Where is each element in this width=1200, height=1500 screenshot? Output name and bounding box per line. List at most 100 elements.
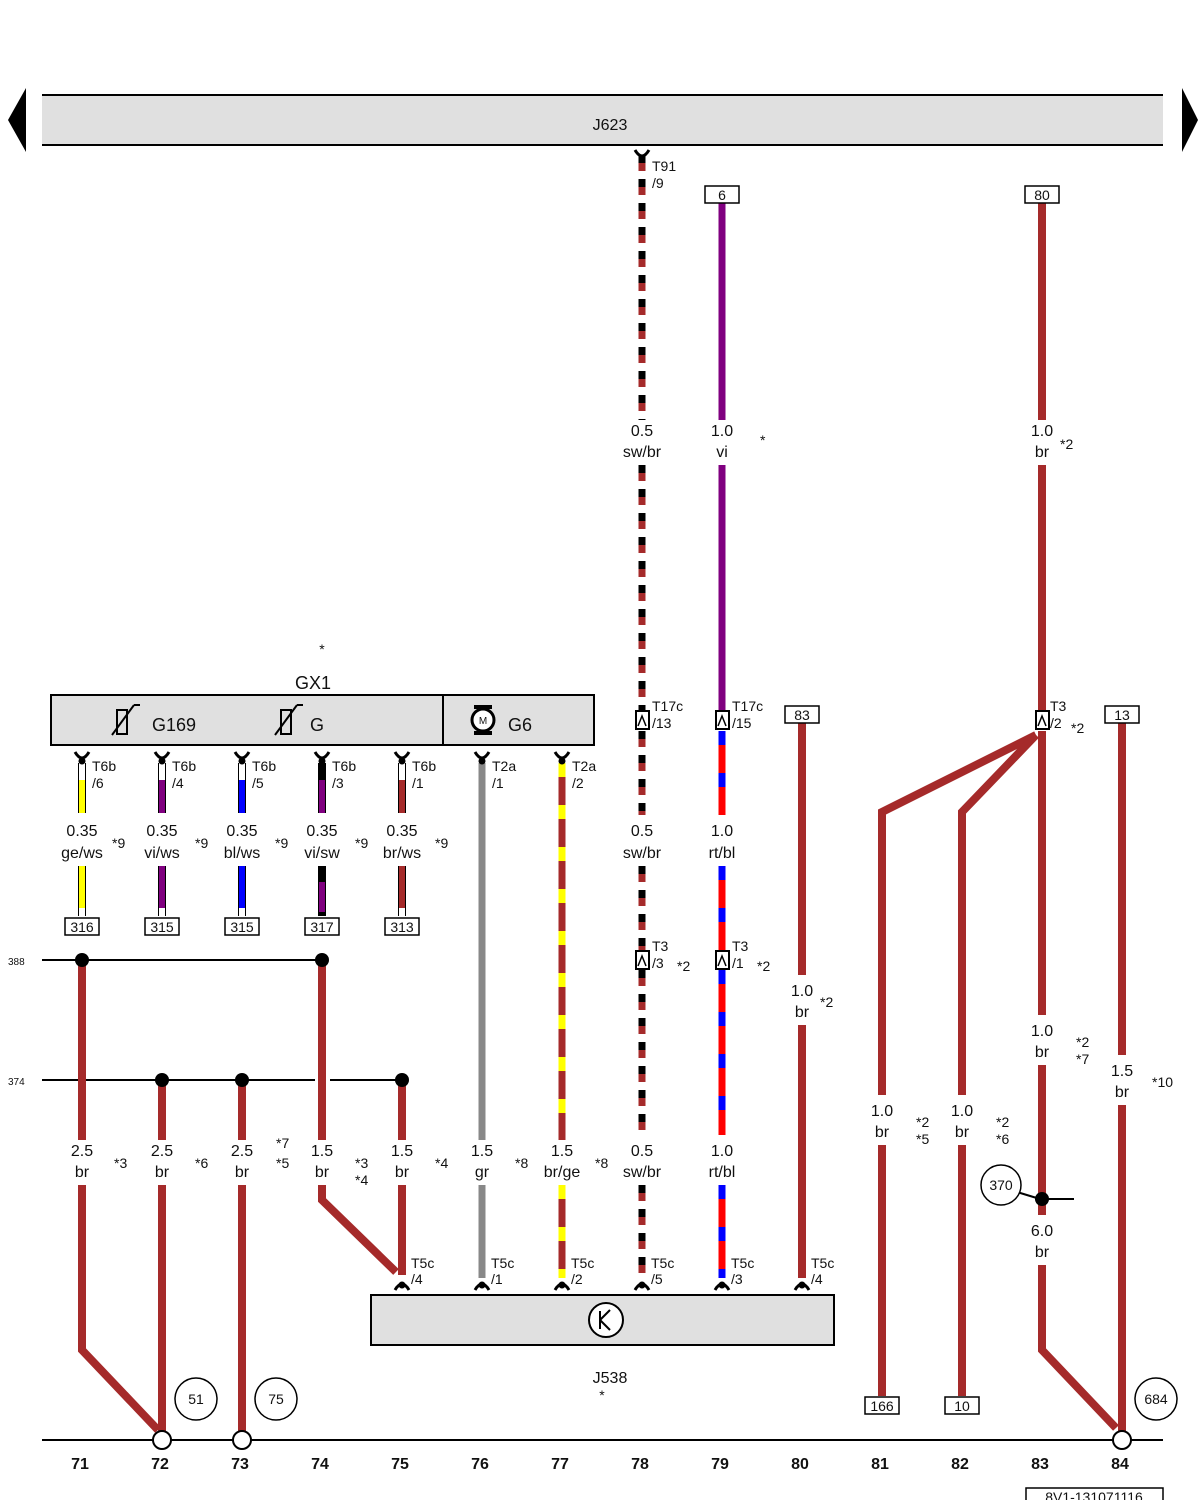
fuel-pump-motor-icon: M: [470, 705, 496, 735]
svg-text:2.5: 2.5: [71, 1143, 93, 1160]
svg-text:T6b: T6b: [412, 758, 436, 774]
svg-text:br: br: [155, 1164, 170, 1181]
reference-box[interactable]: 13: [1104, 705, 1140, 724]
control-unit-j623: J623: [42, 94, 1163, 146]
svg-text:*6: *6: [996, 1131, 1009, 1147]
svg-text:/1: /1: [492, 775, 504, 791]
ground-reference[interactable]: 51: [174, 1377, 218, 1421]
svg-text:*5: *5: [916, 1131, 929, 1147]
svg-text:*7: *7: [276, 1135, 289, 1151]
svg-text:/1: /1: [732, 955, 744, 971]
svg-text:1.5: 1.5: [471, 1143, 493, 1160]
svg-text:0.5: 0.5: [631, 823, 653, 840]
svg-text:1.5: 1.5: [391, 1143, 413, 1160]
svg-text:*5: *5: [276, 1155, 289, 1171]
svg-text:1.0: 1.0: [951, 1103, 973, 1120]
svg-text:*4: *4: [355, 1172, 368, 1188]
svg-text:vi/ws: vi/ws: [144, 845, 180, 862]
reference-box[interactable]: 10: [944, 1396, 980, 1415]
svg-text:*2: *2: [916, 1114, 929, 1130]
ground-reference[interactable]: 75: [254, 1377, 298, 1421]
reference-box[interactable]: 166: [864, 1396, 900, 1415]
ground-reference[interactable]: 684: [1134, 1377, 1178, 1421]
g169-label: G169: [152, 715, 196, 735]
svg-text:313: 313: [390, 919, 414, 935]
svg-text:rt/bl: rt/bl: [709, 845, 736, 862]
svg-text:T6b: T6b: [332, 758, 356, 774]
svg-text:*9: *9: [195, 835, 208, 851]
reference-box[interactable]: 315: [144, 917, 180, 936]
svg-text:/5: /5: [252, 775, 264, 791]
svg-text:sw/br: sw/br: [623, 845, 662, 862]
svg-text:T3: T3: [652, 938, 669, 954]
ground-reference[interactable]: 370: [980, 1164, 1022, 1206]
svg-text:T5c: T5c: [491, 1255, 514, 1271]
variable-resistor-icon: [274, 704, 303, 736]
g6-label: G6: [508, 715, 532, 735]
bus-label-374: 374: [8, 1077, 25, 1088]
svg-text:1.0: 1.0: [1031, 1023, 1053, 1040]
g-label: G: [310, 715, 324, 735]
svg-text:T6b: T6b: [92, 758, 116, 774]
svg-text:0.5: 0.5: [631, 1143, 653, 1160]
reference-box[interactable]: 6: [704, 185, 740, 204]
nav-left-arrow-icon[interactable]: [8, 88, 26, 152]
j538-label: J538: [593, 1370, 628, 1387]
svg-text:ge/ws: ge/ws: [61, 845, 103, 862]
svg-text:83: 83: [1031, 1456, 1049, 1473]
svg-text:*3: *3: [114, 1155, 127, 1171]
reference-box[interactable]: 83: [784, 705, 820, 724]
svg-text:M: M: [479, 716, 487, 727]
svg-text:316: 316: [70, 919, 94, 935]
svg-text:br: br: [1035, 444, 1050, 461]
svg-text:1.0: 1.0: [1031, 423, 1053, 440]
svg-text:79: 79: [711, 1456, 729, 1473]
svg-text:/4: /4: [411, 1271, 423, 1287]
svg-text:6: 6: [718, 187, 726, 203]
diagram-id: 8V1-131071116: [1025, 1487, 1164, 1500]
control-unit-j538: J538 *: [370, 1294, 835, 1403]
nav-right-arrow-icon[interactable]: [1182, 88, 1198, 152]
reference-box[interactable]: 80: [1024, 185, 1060, 204]
j623-label: J623: [593, 117, 628, 134]
svg-text:T2a: T2a: [492, 758, 516, 774]
svg-text:0.35: 0.35: [306, 823, 337, 840]
svg-text:*10: *10: [1152, 1074, 1173, 1090]
svg-text:vi: vi: [716, 444, 728, 461]
svg-text:/2: /2: [1050, 715, 1062, 731]
t91-label: T91: [652, 158, 676, 174]
reference-box[interactable]: 316: [64, 917, 100, 936]
svg-text:br/ge: br/ge: [544, 1164, 581, 1181]
svg-text:br: br: [1115, 1084, 1130, 1101]
svg-text:vi/sw: vi/sw: [304, 845, 340, 862]
variable-resistor-icon: [111, 704, 140, 736]
junction-dot: [75, 953, 1049, 1206]
svg-text:T5c: T5c: [651, 1255, 674, 1271]
svg-text:*8: *8: [595, 1155, 608, 1171]
svg-text:br/ws: br/ws: [383, 845, 421, 862]
svg-text:2.5: 2.5: [231, 1143, 253, 1160]
svg-text:br: br: [235, 1164, 250, 1181]
t91-pin: /9: [652, 175, 664, 191]
svg-text:*8: *8: [515, 1155, 528, 1171]
svg-text:74: 74: [311, 1456, 329, 1473]
svg-text:81: 81: [871, 1456, 889, 1473]
svg-text:*2: *2: [1076, 1034, 1089, 1050]
svg-text:1.5: 1.5: [311, 1143, 333, 1160]
svg-text:/1: /1: [491, 1271, 503, 1287]
reference-box[interactable]: 317: [304, 917, 340, 936]
column-numbers: 71 72 73 74 75 76 77 78 79 80 81 82 83 8…: [71, 1456, 1129, 1473]
svg-text:/6: /6: [92, 775, 104, 791]
svg-text:/2: /2: [571, 1271, 583, 1287]
svg-text:T5c: T5c: [571, 1255, 594, 1271]
reference-box[interactable]: 313: [384, 917, 420, 936]
reference-box[interactable]: 315: [224, 917, 260, 936]
sensor-unit-gx1: GX1 * G169 G M G6: [50, 641, 595, 746]
svg-text:*2: *2: [677, 958, 690, 974]
svg-text:*9: *9: [275, 835, 288, 851]
svg-text:1.5: 1.5: [551, 1143, 573, 1160]
j538-footnote: *: [599, 1387, 605, 1403]
svg-text:83: 83: [794, 707, 810, 723]
svg-text:*9: *9: [112, 835, 125, 851]
